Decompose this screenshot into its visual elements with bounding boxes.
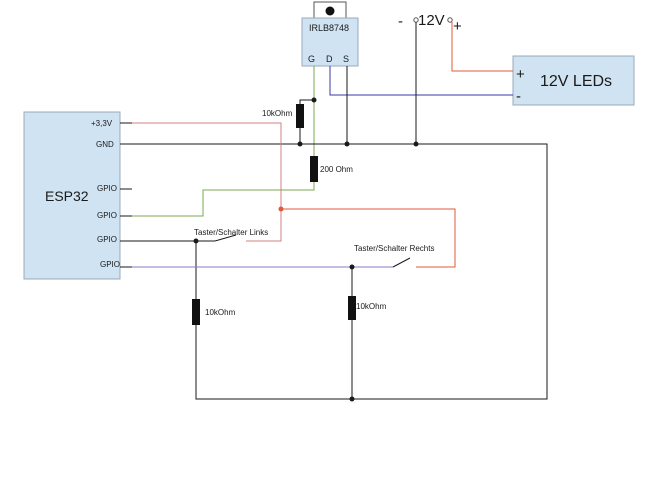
resistor-r1-label: 10kOhm xyxy=(262,109,293,118)
junction-dot xyxy=(344,141,350,147)
wire-ground-rail xyxy=(132,143,548,400)
esp32-pin-gpio-3: GPIO xyxy=(97,235,117,244)
wire-3v3-rail xyxy=(132,122,282,242)
wire-left-switch-lever xyxy=(214,234,237,242)
wire-supply-to-led-plus xyxy=(451,22,513,72)
resistor-r4-label: 10kOhm xyxy=(356,302,387,311)
mosfet-pin-s: S xyxy=(343,54,349,64)
led-strip: 12V LEDs + - xyxy=(512,55,635,106)
mosfet-name: IRLB8748 xyxy=(309,23,349,33)
junction-dot xyxy=(413,141,419,147)
junction-dot xyxy=(297,141,303,147)
esp32-pin-3v3: +3,3V xyxy=(91,119,113,128)
wires xyxy=(132,22,548,400)
supply-plus: + xyxy=(453,18,462,35)
junction-dot xyxy=(193,238,199,244)
esp32-pin-gpio-4: GPIO xyxy=(100,260,120,269)
resistor-r3-label: 10kOhm xyxy=(205,308,236,317)
esp32-pin-gpio-2: GPIO xyxy=(97,211,117,220)
supply-voltage: 12V xyxy=(418,12,445,29)
junction-dot xyxy=(311,97,317,103)
esp32-title: ESP32 xyxy=(45,188,89,204)
junction-dot-red xyxy=(278,206,284,212)
esp32-module: ESP32 +3,3V GND GPIO GPIO GPIO GPIO xyxy=(23,111,132,280)
esp32-pin-gnd: GND xyxy=(96,140,114,149)
wire-3v3-to-right-switch xyxy=(281,208,456,268)
switch-left-label: Taster/Schalter Links xyxy=(194,228,268,237)
junction-dot xyxy=(349,396,355,402)
resistor-r2 xyxy=(310,156,318,182)
resistor-r4 xyxy=(348,296,356,320)
supply-plus-terminal xyxy=(447,17,453,23)
resistor-r3 xyxy=(192,299,200,325)
mosfet-tab-hole xyxy=(325,6,335,16)
resistor-r1 xyxy=(296,104,304,128)
wire-right-switch-lever xyxy=(392,257,411,268)
resistor-r2-label: 200 Ohm xyxy=(320,165,353,174)
supply-minus: - xyxy=(398,13,403,30)
resistors: 10kOhm 200 Ohm 10kOhm 10kOhm xyxy=(192,104,387,325)
esp32-pin-stubs xyxy=(120,122,132,268)
esp32-pin-gpio-1: GPIO xyxy=(97,184,117,193)
led-plus: + xyxy=(516,66,525,83)
wire-drain-to-led-minus xyxy=(329,66,513,96)
esp32-body xyxy=(23,111,121,280)
mosfet-pin-g: G xyxy=(308,54,315,64)
mosfet-pin-d: D xyxy=(326,54,333,64)
led-minus: - xyxy=(516,88,521,105)
led-body xyxy=(512,55,635,106)
mosfet-irlb8748: IRLB8748 G D S xyxy=(301,1,359,67)
supply-12v: - 12V + xyxy=(398,12,462,35)
switch-right-label: Taster/Schalter Rechts xyxy=(354,244,434,253)
led-label: 12V LEDs xyxy=(540,73,612,90)
junction-dot xyxy=(349,264,355,270)
wire-r2-to-gpio xyxy=(132,182,315,217)
junctions xyxy=(193,97,419,402)
wire-gate-to-r1 xyxy=(299,99,314,104)
